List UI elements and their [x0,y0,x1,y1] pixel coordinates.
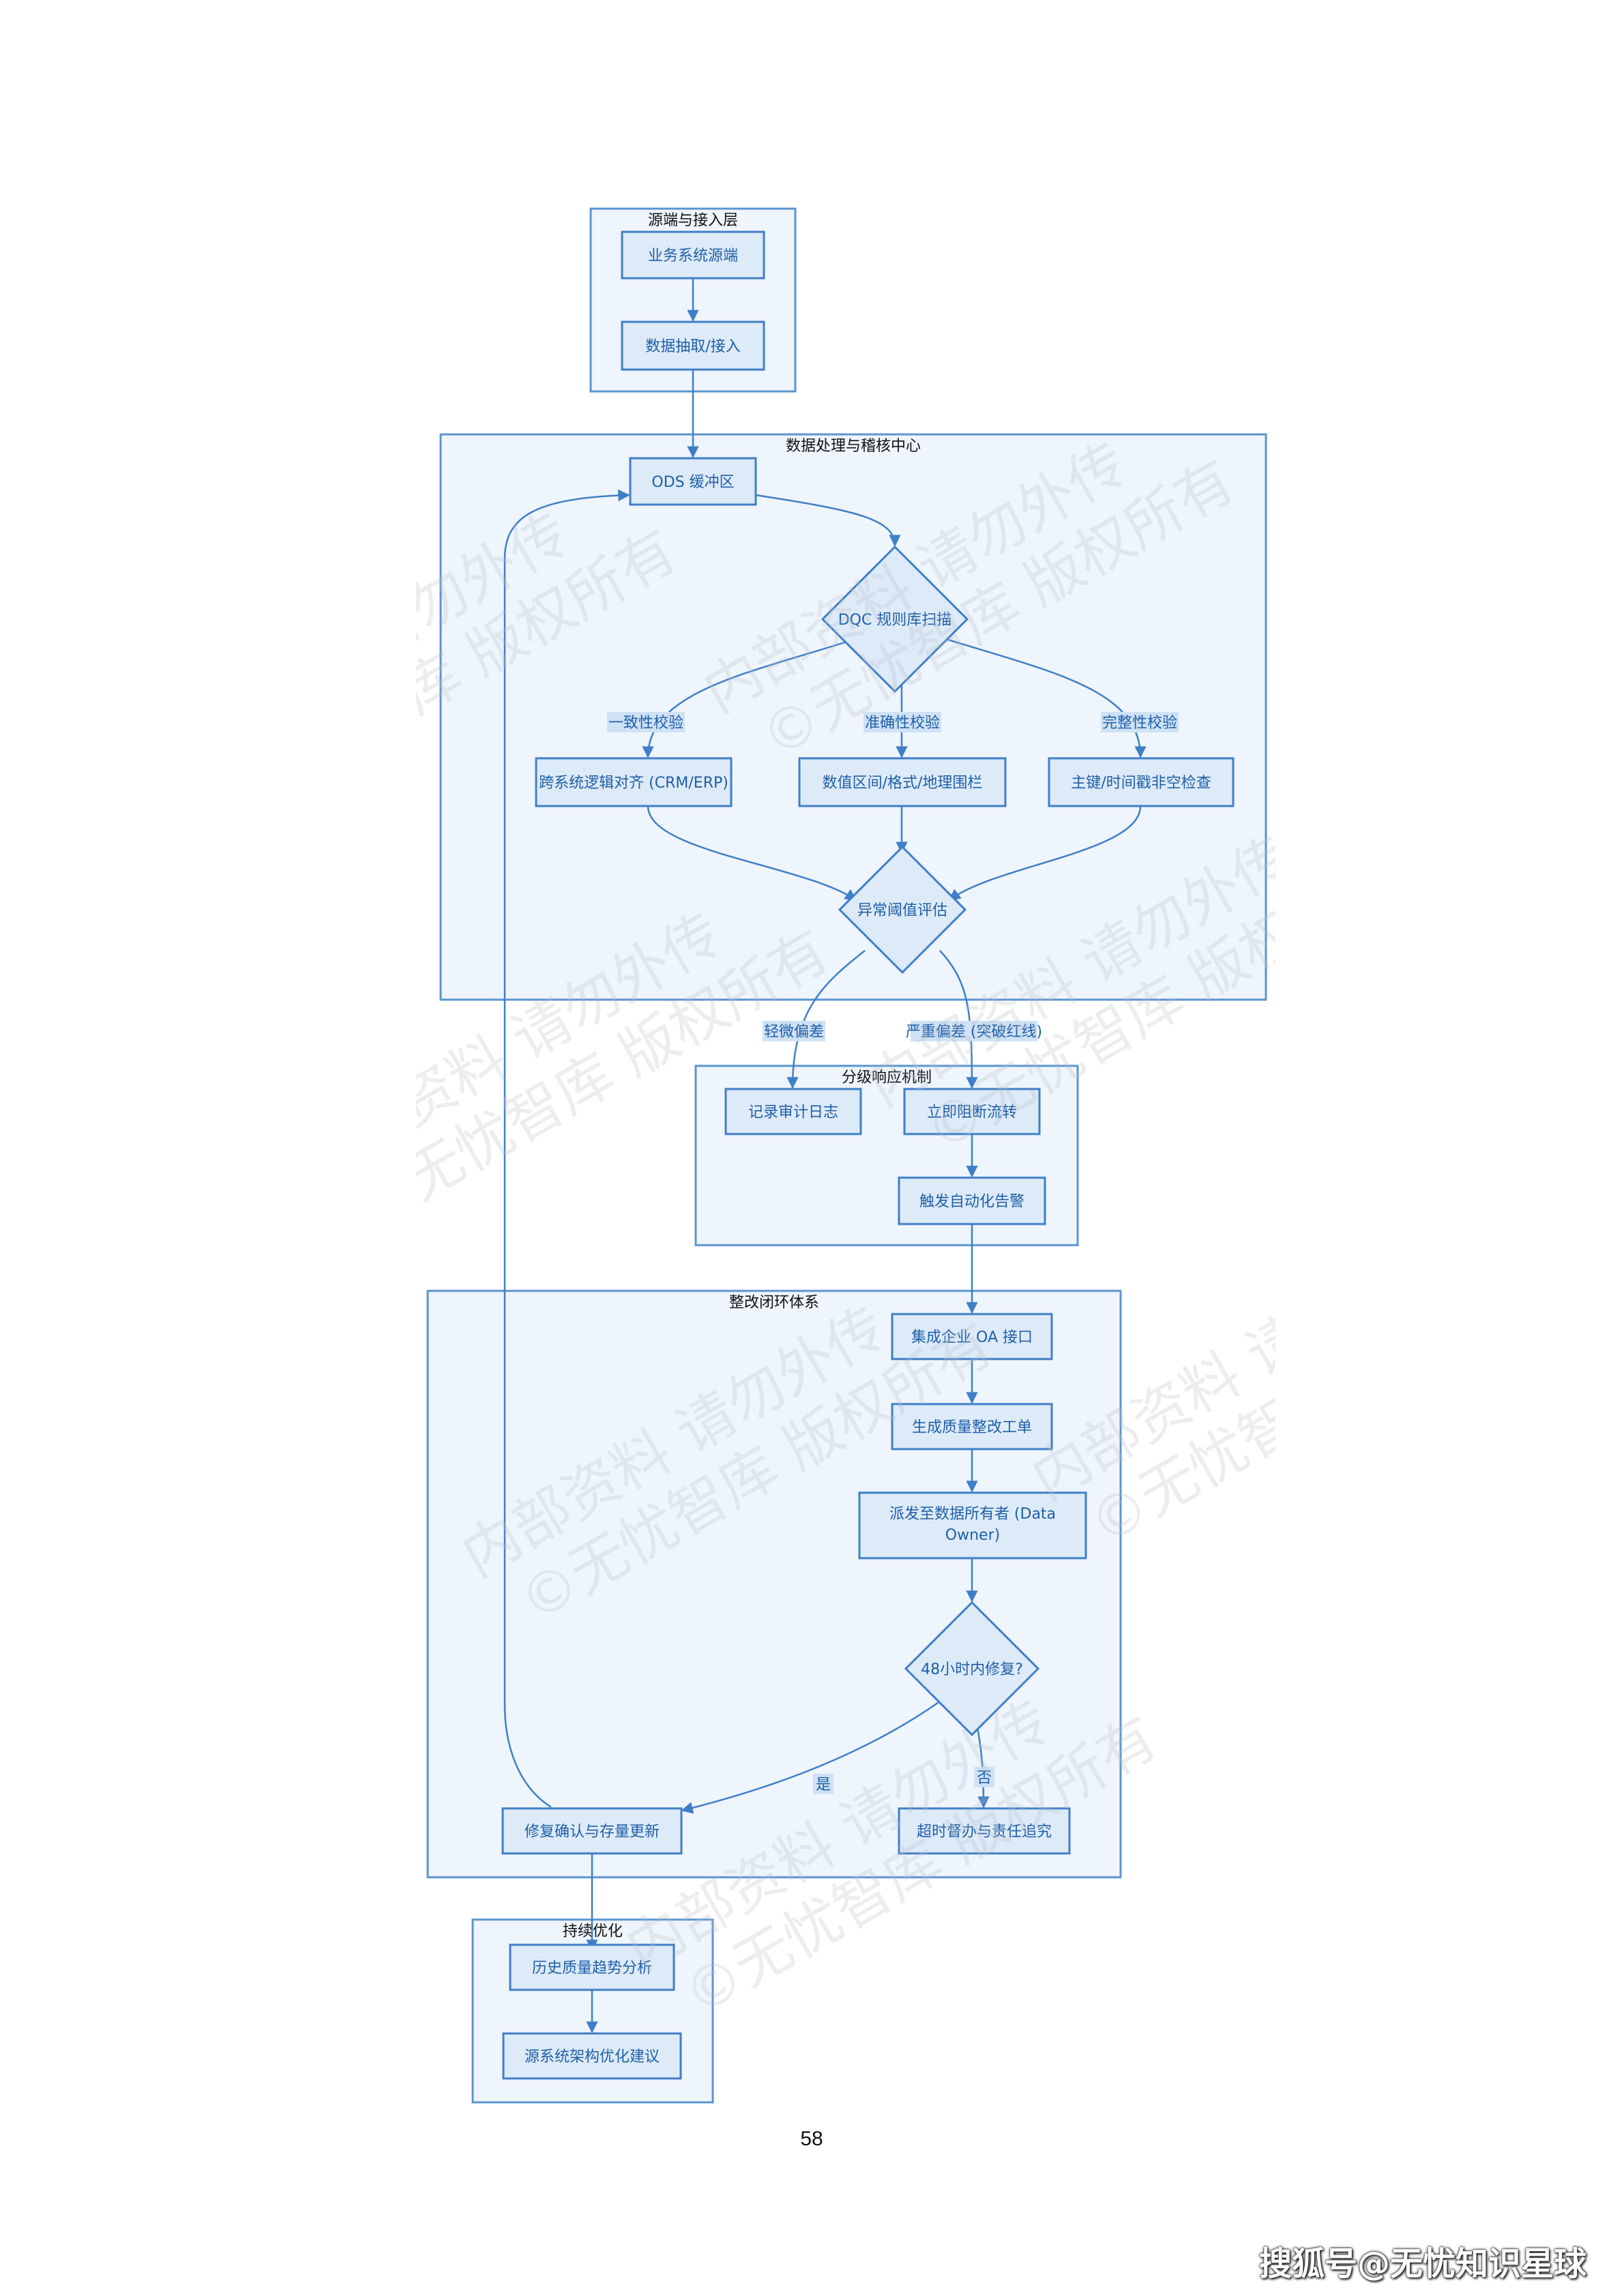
edge-label-bg-yes [813,1774,833,1794]
node-block-flow [903,1088,1041,1135]
node-ods-buffer-label: ODS 缓冲区 [651,474,734,491]
node-key-timestamp-check [1048,757,1235,807]
node-cross-system-alignment [535,757,733,807]
edge-label-minor: 轻微偏差 [764,1024,824,1041]
node-source-optimization-label: 源系统架构优化建议 [525,2048,660,2066]
node-anomaly-threshold-label: 异常阈值评估 [857,902,947,919]
edge-completeness-to-threshold [948,805,1142,901]
edge-threshold-to-block [939,950,978,1089]
node-audit-log-label: 记录审计日志 [748,1104,838,1121]
node-ods-buffer [629,457,757,506]
node-range-format-geofence-label: 数值区间/格式/地理围栏 [823,775,983,792]
edge-label-bg-consistency [607,712,685,732]
node-source-optimization [502,2032,682,2080]
edge-decision-yes-to-confirm [681,1700,941,1814]
node-business-source-label: 业务系统源端 [648,248,738,265]
node-auto-alert-label: 触发自动化告警 [919,1193,1024,1210]
edge-label-bg-severe [911,1021,1037,1041]
node-oa-interface [891,1313,1053,1360]
edge-label-bg-completeness [1101,712,1179,732]
group-rectification-loop [426,1289,1122,1879]
node-auto-alert [898,1176,1046,1225]
node-key-timestamp-check-label: 主键/时间戳非空检查 [1071,775,1211,792]
edge-label-completeness: 完整性校验 [1102,715,1177,732]
node-dqc-scan [821,545,969,694]
node-anomaly-threshold [838,845,967,974]
node-dispatch-owner [858,1491,1087,1560]
edge-consistency-to-threshold [647,805,857,901]
edge-label-bg-minor [763,1021,825,1041]
group-tiered-response-title: 分级响应机制 [842,1069,932,1086]
group-source-access-title: 源端与接入层 [648,212,738,229]
edge-label-no: 否 [977,1770,992,1787]
edge-decision-no-to-overdue [975,1723,990,1808]
node-fix-48h-decision-label: 48小时内修复? [921,1661,1023,1678]
edge-threshold-to-log [786,950,866,1089]
node-oa-interface-label: 集成企业 OA 接口 [911,1329,1033,1346]
node-business-source [621,230,765,280]
node-quality-ticket-label: 生成质量整改工单 [912,1419,1032,1436]
node-fix-confirm-label: 修复确认与存量更新 [525,1823,660,1840]
node-data-extract-label: 数据抽取/接入 [645,338,740,355]
node-dispatch-owner-label-line2: Owner) [945,1527,1000,1544]
edge-label-accuracy: 准确性校验 [865,715,940,732]
group-processing-audit-title: 数据处理与稽核中心 [786,438,921,455]
node-range-format-geofence [798,757,1007,807]
node-fix-48h-decision [904,1600,1040,1737]
edge-confirm-loop-to-ods [503,489,630,1808]
node-dqc-scan-label: DQC 规则库扫描 [838,612,952,629]
edge-label-bg-no [974,1767,994,1787]
node-overdue-escalation-label: 超时督办与责任追究 [917,1823,1052,1840]
edge-label-bg-accuracy [863,712,941,732]
node-fix-confirm [501,1807,683,1855]
edge-label-severe: 严重偏差 (突破红线) [906,1024,1042,1041]
node-overdue-escalation [898,1807,1071,1855]
node-cross-system-alignment-label: 跨系统逻辑对齐 (CRM/ERP) [539,775,728,792]
edge-label-yes: 是 [816,1776,831,1793]
node-audit-log [724,1088,862,1135]
page-number: 58 [800,2128,823,2150]
node-history-trend [509,1943,675,1991]
footer-brand-watermark: 搜狐号@无忧知识星球 [1258,2245,1586,2283]
edge-label-consistency: 一致性校验 [608,715,683,732]
node-quality-ticket [891,1403,1053,1450]
node-history-trend-label: 历史质量趋势分析 [532,1960,652,1977]
node-block-flow-label: 立即阻断流转 [927,1104,1017,1121]
node-dispatch-owner-label-line1: 派发至数据所有者 (Data [889,1506,1056,1523]
group-rectification-loop-title: 整改闭环体系 [729,1294,819,1311]
edge-ods-to-dqc [755,494,901,547]
node-data-extract [621,320,765,371]
